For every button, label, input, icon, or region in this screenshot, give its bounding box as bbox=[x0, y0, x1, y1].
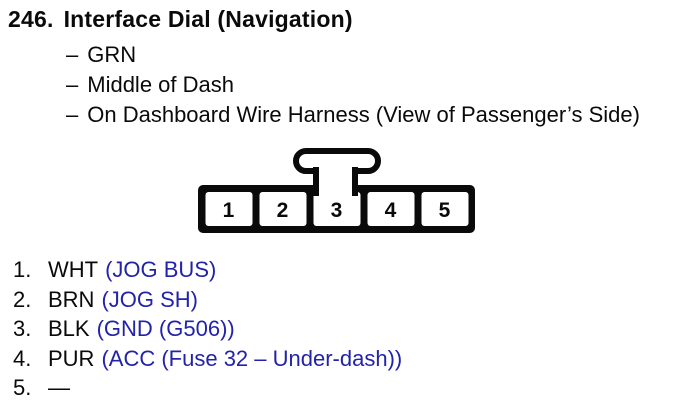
wire-color: — bbox=[48, 375, 70, 401]
signal-label: (GND (G506)) bbox=[96, 316, 235, 342]
attribute-text: GRN bbox=[87, 42, 137, 67]
pin-number-3: 3 bbox=[331, 199, 343, 222]
pin-list-number: 1. bbox=[13, 257, 32, 282]
pin-list-number: 2. bbox=[13, 286, 32, 312]
pin-number-2: 2 bbox=[277, 199, 289, 222]
attribute-harness: – On Dashboard Wire Harness (View of Pas… bbox=[66, 100, 640, 130]
attribute-connector-color: – GRN bbox=[66, 40, 640, 70]
pin-number-5: 5 bbox=[439, 199, 451, 222]
signal-label: (ACC (Fuse 32 – Under-dash)) bbox=[101, 345, 403, 371]
attribute-text: On Dashboard Wire Harness (View of Passe… bbox=[87, 102, 640, 127]
dash-bullet: – bbox=[66, 42, 79, 67]
pin-list-number: 4. bbox=[13, 345, 32, 371]
pin-description-list: 1. WHT (JOG BUS) 2. BRN (JOG SH) 3. BLK … bbox=[13, 257, 402, 405]
pin-list-number: 3. bbox=[13, 316, 32, 342]
latch-stem bbox=[313, 166, 358, 196]
wire-color: BRN bbox=[48, 286, 95, 312]
pin-list-number: 5. bbox=[13, 375, 32, 401]
attribute-location: – Middle of Dash bbox=[66, 70, 640, 100]
wire-color: WHT bbox=[48, 257, 99, 282]
pin-number-1: 1 bbox=[223, 199, 235, 222]
section-number: 246. bbox=[8, 6, 54, 32]
attribute-list: – GRN – Middle of Dash – On Dashboard Wi… bbox=[66, 40, 640, 130]
wire-color: BLK bbox=[48, 316, 90, 342]
pin-cavity-2 bbox=[259, 192, 307, 226]
pin-cavity-4 bbox=[367, 192, 415, 226]
pin-row-5: 5. — bbox=[13, 375, 402, 405]
pin-row-1: 1. WHT (JOG BUS) bbox=[13, 257, 402, 287]
wire-color: PUR bbox=[48, 345, 95, 371]
page-title: Interface Dial (Navigation) bbox=[63, 6, 353, 32]
dash-bullet: – bbox=[66, 72, 79, 97]
connector-diagram: 1 2 3 4 5 bbox=[198, 148, 475, 233]
dash-bullet: – bbox=[66, 102, 79, 127]
pin-row-2: 2. BRN (JOG SH) bbox=[13, 287, 402, 317]
signal-label: (JOG SH) bbox=[101, 286, 199, 312]
pin-number-4: 4 bbox=[385, 199, 397, 222]
section-heading: 246. Interface Dial (Navigation) bbox=[8, 6, 353, 33]
signal-label: (JOG BUS) bbox=[105, 257, 217, 282]
pin-cavity-1 bbox=[205, 192, 253, 226]
pin-cavity-3 bbox=[313, 192, 361, 226]
pin-cavity-5 bbox=[421, 192, 469, 226]
latch-stem-outline bbox=[313, 167, 358, 196]
pin-row-3: 3. BLK (GND (G506)) bbox=[13, 316, 402, 346]
pin-row-4: 4. PUR (ACC (Fuse 32 – Under-dash)) bbox=[13, 346, 402, 376]
attribute-text: Middle of Dash bbox=[87, 72, 234, 97]
